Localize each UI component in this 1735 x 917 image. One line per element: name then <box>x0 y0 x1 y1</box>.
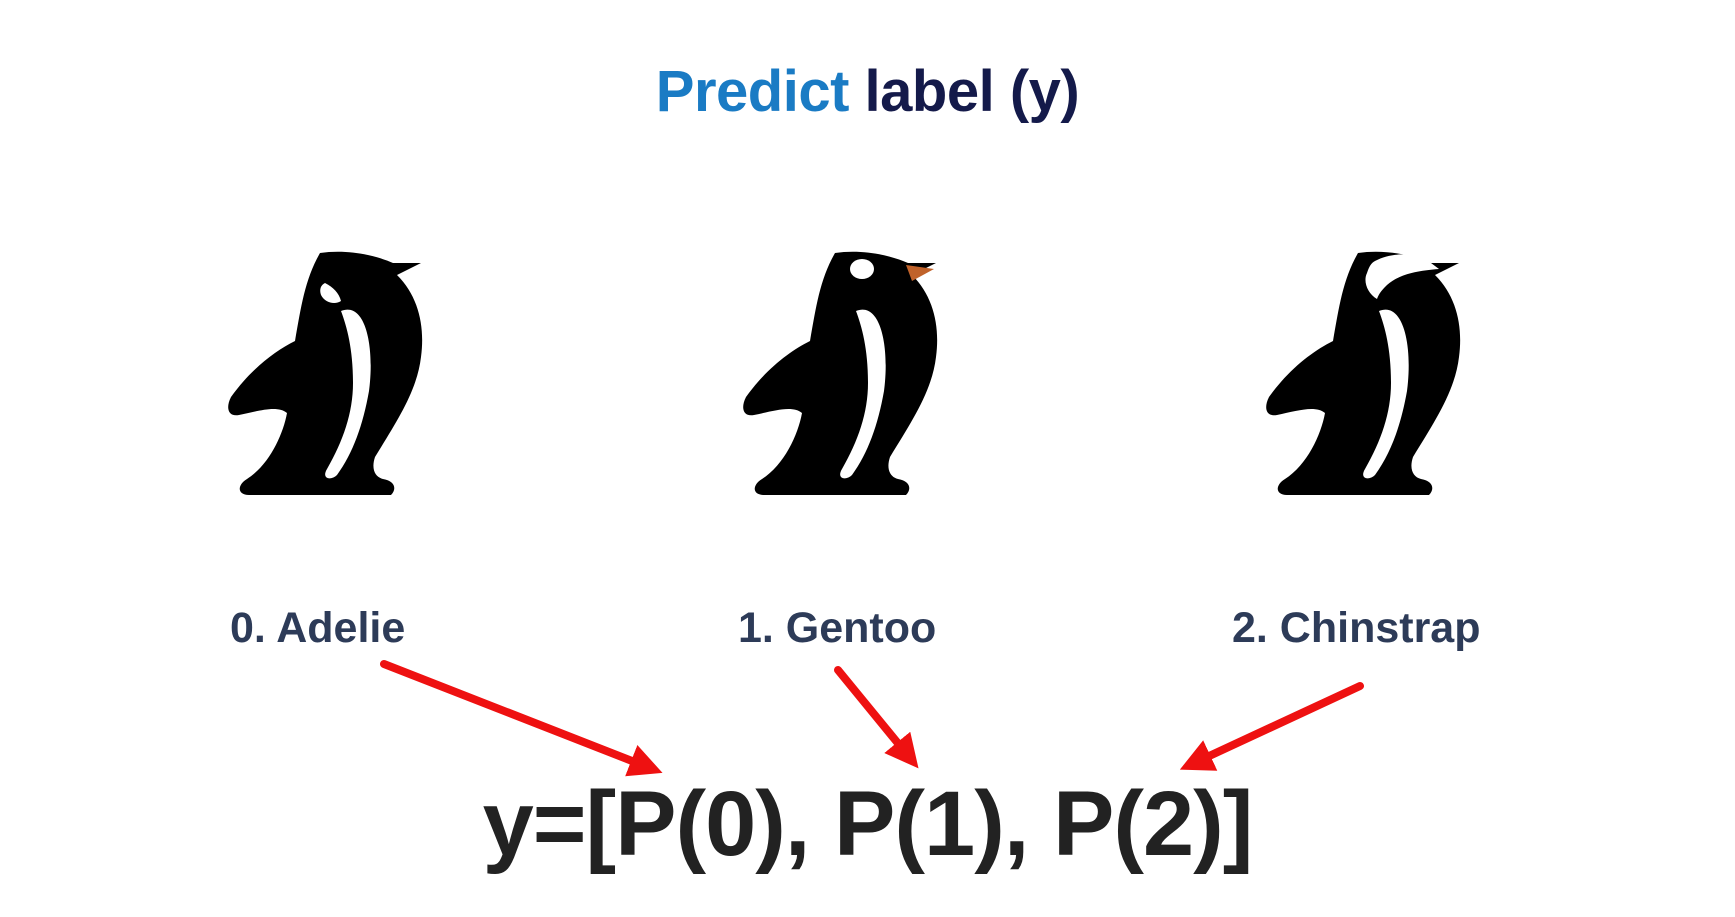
title-rest: label (y) <box>864 59 1080 124</box>
slide-title: Predict label (y) <box>0 58 1735 125</box>
class-label-chinstrap: 2. Chinstrap <box>1232 604 1481 652</box>
class-label-adelie: 0. Adelie <box>230 604 406 652</box>
arrow-gentoo <box>834 666 919 769</box>
adelie-penguin-icon <box>228 251 423 495</box>
arrow-adelie <box>380 660 663 777</box>
arrow-chinstrap <box>1179 682 1364 771</box>
title-highlight: Predict <box>655 59 850 124</box>
gentoo-penguin-icon <box>743 251 938 495</box>
chinstrap-penguin-icon <box>1266 251 1461 495</box>
class-label-gentoo: 1. Gentoo <box>738 604 937 652</box>
output-formula: y=[P(0), P(1), P(2)] <box>482 773 1254 875</box>
